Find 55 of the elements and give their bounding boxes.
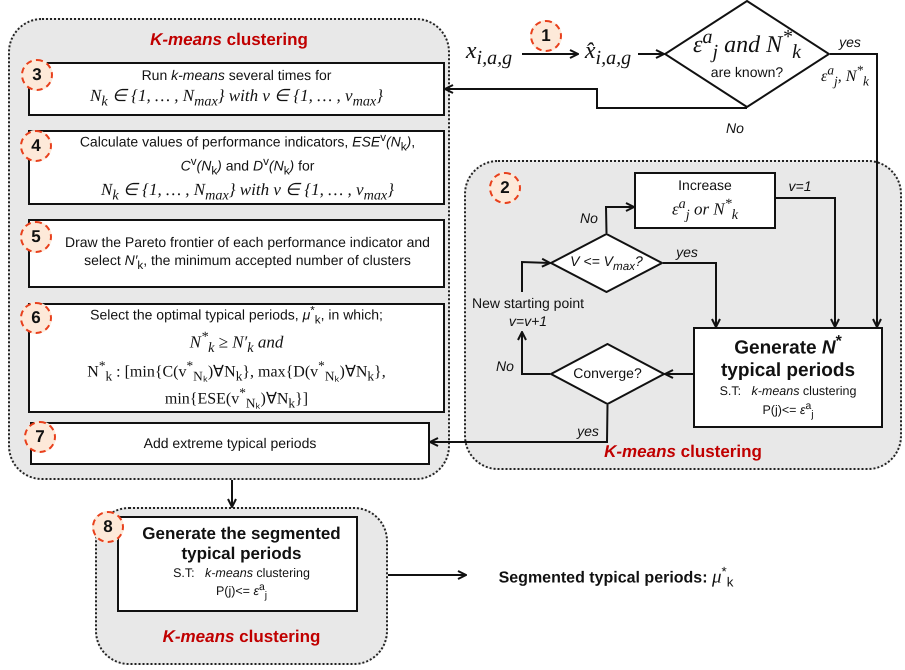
formula: N$_{k}$ ∈ {1, … , N$_{max}$} with v ∈ {1, … , v$_{max}$}	[101, 178, 394, 204]
constraint-text: S.T: k-means clustering	[720, 382, 856, 400]
cluster-panel	[8, 18, 450, 480]
formula: N$^{*}$$_{k}$ : [min{C(v$^{*}$$_{Nₖ}$)∀N$_{k}$}, max{D(v$^{*}$$_{Nₖ}$)∀N$_{k}$}, min{ESE(v$^{*}$$_{Nₖ}$)∀N$_{k}$}]	[86, 358, 387, 412]
step-text: Select the optimal typical periods, μ$^{*}$$_{k}$, in which;	[90, 304, 383, 328]
process-box	[28, 62, 445, 116]
connector-arrow	[522, 49, 579, 59]
panel-heading: K-means clustering	[162, 627, 322, 647]
box-title: Generate the segmented typical periods	[141, 524, 342, 565]
process-box	[28, 130, 445, 205]
connector-arrow	[388, 570, 467, 580]
formula: N$^{*}$$_{k}$ ≥ N′$_{k}$ and	[190, 328, 284, 358]
step-text: Converge?	[573, 365, 642, 383]
formula: N$_{k}$ ∈ {1, … , N$_{max}$} with v ∈ {1, … , v$_{max}$}	[90, 84, 383, 111]
step-text: Draw the Pareto frontier of each performance indicator and select N′$_{k}$, the minimum accepted number of clusters	[64, 234, 431, 273]
process-box	[28, 303, 445, 413]
edge-label: No	[578, 210, 600, 226]
connector-arrow	[830, 53, 882, 328]
edge-label: No	[494, 358, 516, 374]
step-text: Increase	[678, 177, 732, 195]
box-title: Generate N$^{*}$ typical periods	[720, 332, 856, 383]
connector-arrow	[517, 331, 550, 375]
step-text: Add extreme typical periods	[144, 434, 316, 452]
step-text: are known?	[710, 64, 784, 82]
process-box	[28, 219, 445, 288]
process-box	[634, 172, 776, 229]
math-expression: x̂$_{i,a,g}$	[584, 38, 632, 70]
connector-arrow	[776, 197, 840, 328]
decision-diamond	[550, 343, 665, 405]
connector-arrow	[444, 84, 747, 109]
process-box	[117, 516, 358, 612]
cluster-panel	[464, 160, 902, 470]
connector-arrow	[663, 262, 721, 328]
connector-arrow	[604, 202, 635, 234]
connector-arrow	[664, 369, 693, 379]
callout-number: 8	[92, 511, 124, 543]
process-box	[693, 327, 883, 428]
constraint-text: S.T: k-means clustering	[173, 564, 310, 582]
step-text: v=v+1	[508, 312, 548, 329]
connector-arrow	[521, 258, 551, 292]
connector-arrow	[227, 480, 237, 508]
decision-diamond	[550, 233, 663, 293]
process-box	[30, 422, 430, 465]
edge-label: No	[724, 120, 746, 136]
step-text: New starting point	[472, 295, 584, 313]
connector-arrow	[638, 49, 665, 59]
panel-heading: K-means clustering	[149, 30, 309, 50]
panel-heading: K-means clustering	[603, 442, 763, 462]
step-text: Run k-means several times for	[142, 67, 332, 85]
edge-label: v=1	[786, 178, 814, 194]
connector-arrow	[429, 404, 608, 447]
cluster-panel	[95, 507, 388, 665]
math-expression: x$_{i,a,g}$	[466, 38, 512, 70]
callout-number: 1	[530, 20, 562, 52]
step-text: V <= V$_{max}$?	[570, 253, 643, 273]
